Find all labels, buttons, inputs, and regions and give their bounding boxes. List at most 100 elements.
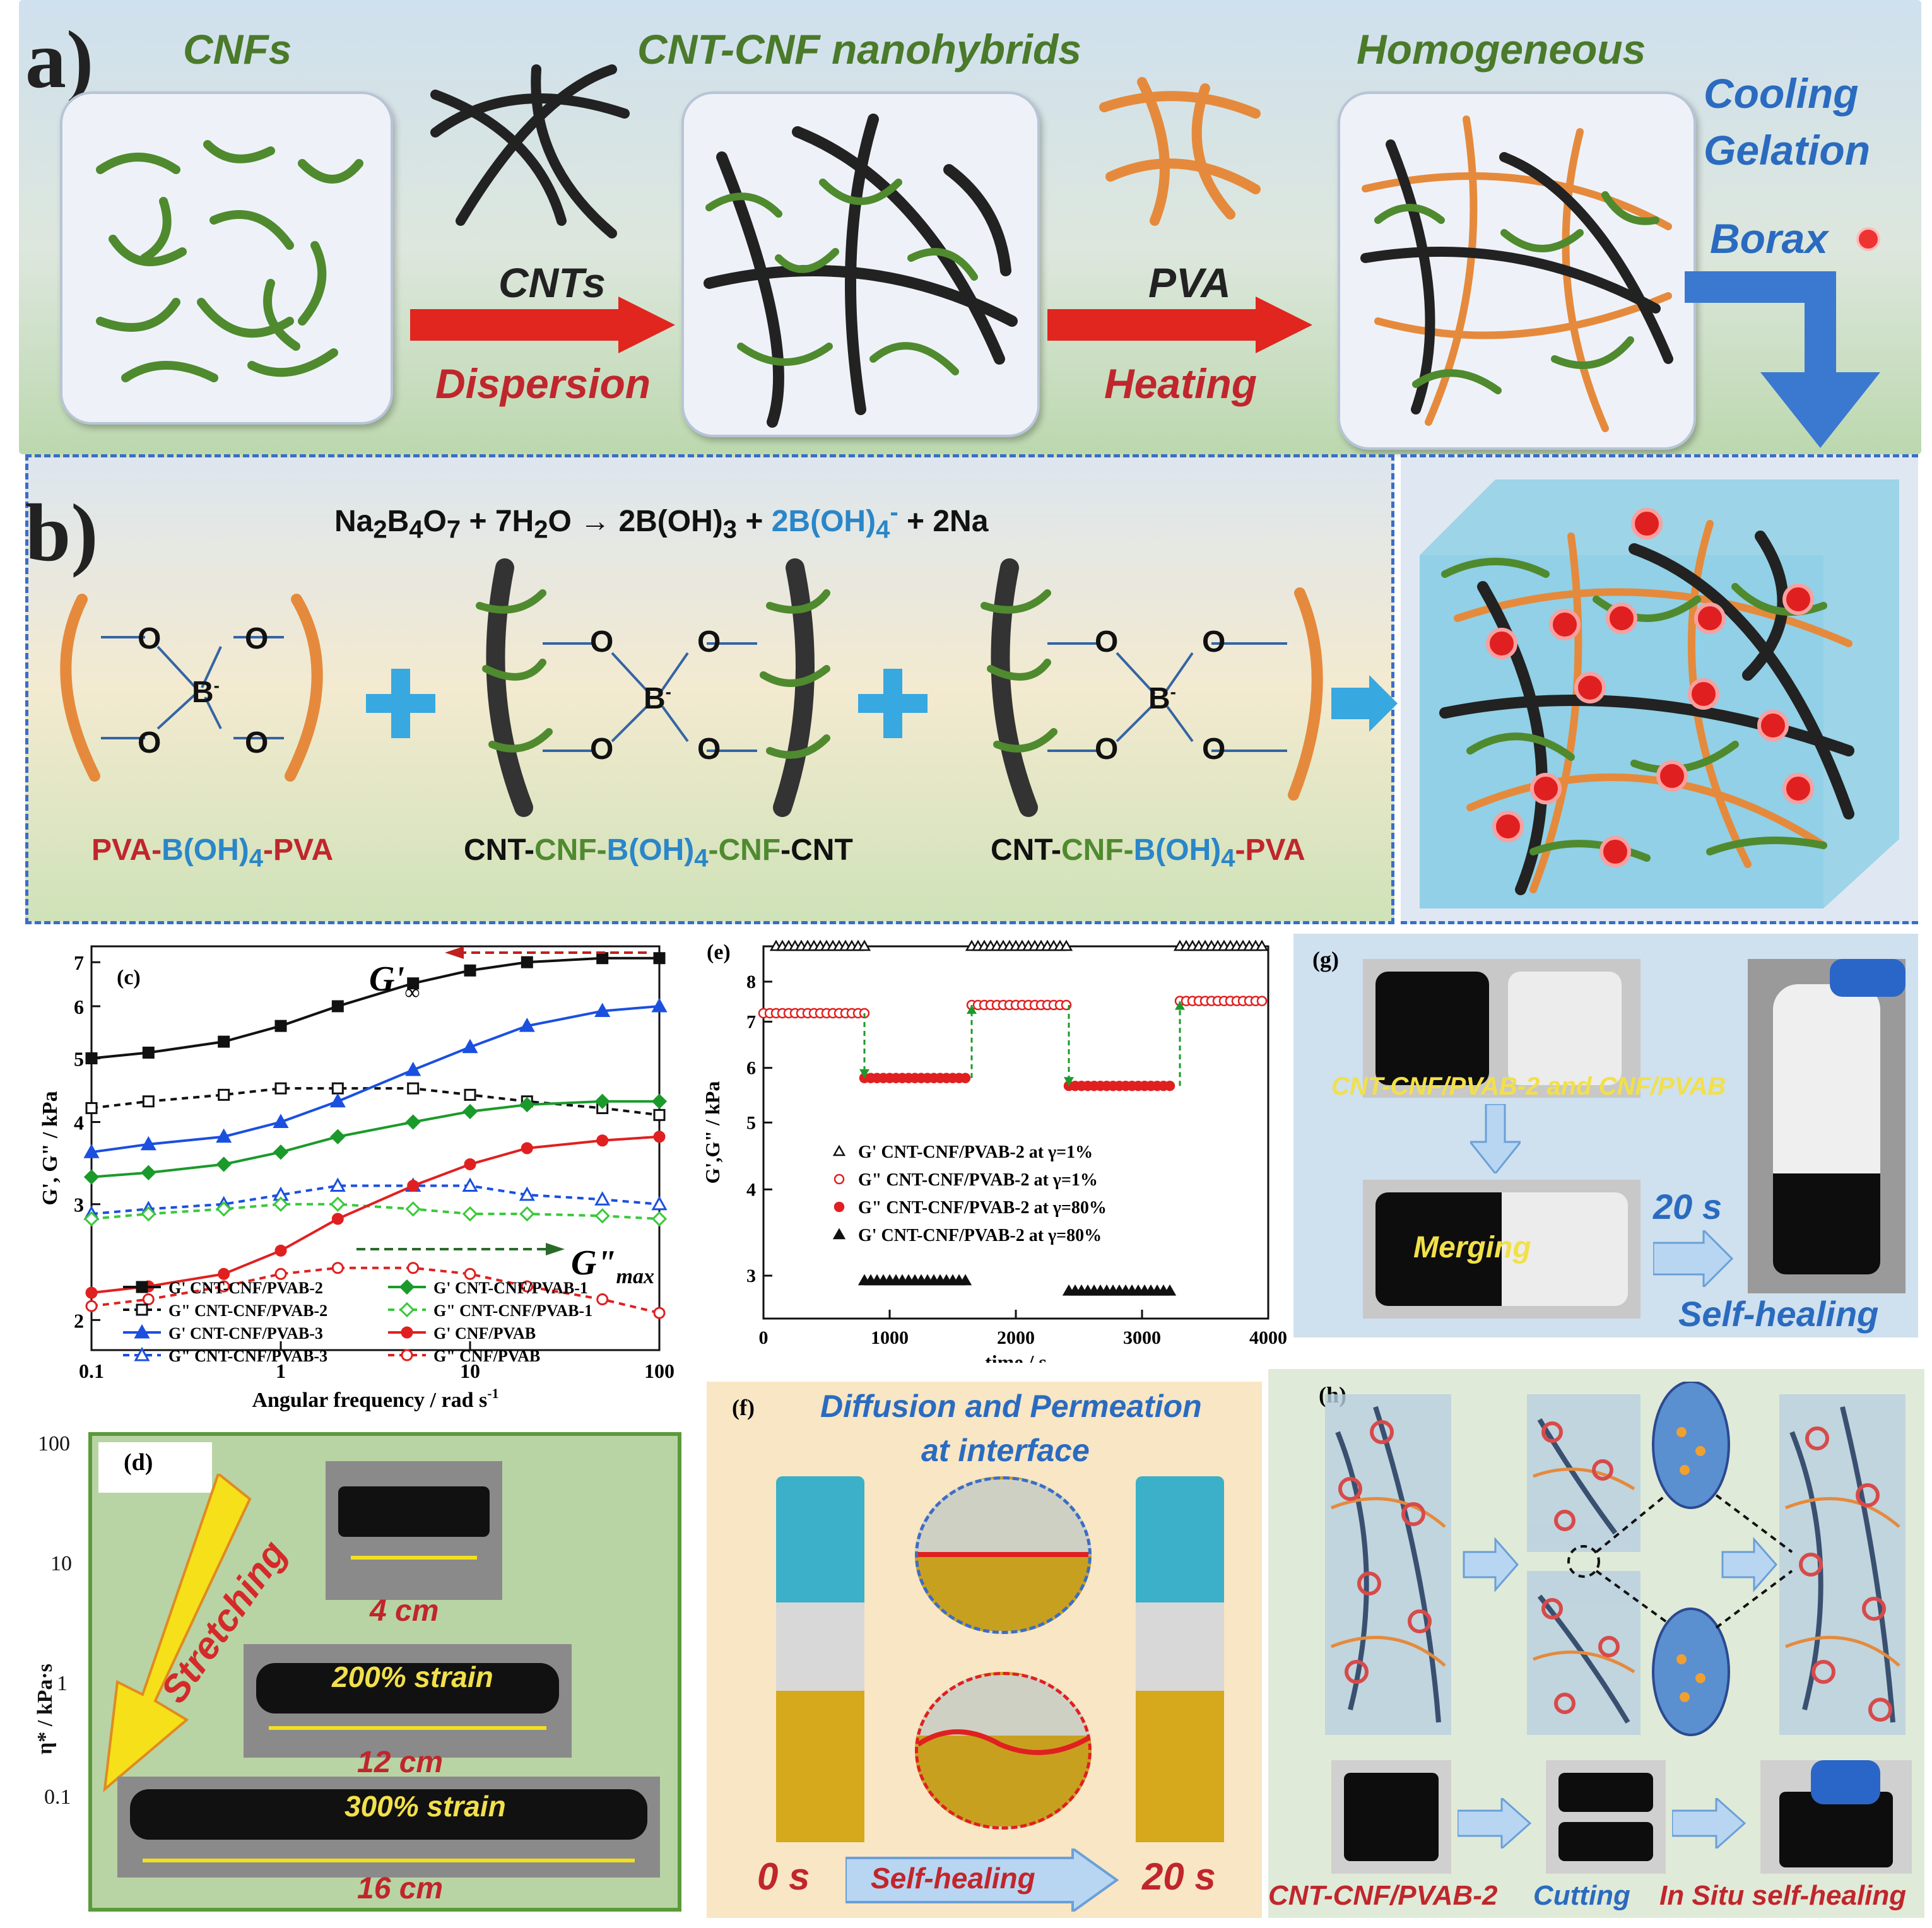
series-line (91, 956, 659, 1060)
atom-o: O (138, 622, 162, 655)
data-point (1059, 939, 1073, 951)
data-point (218, 1088, 230, 1101)
photo-gel-cube (1331, 1760, 1451, 1874)
data-point (464, 964, 476, 977)
data-point (651, 997, 668, 1013)
panel-b-label: b) (25, 488, 98, 579)
h-caption-3: In Situ self-healing (1659, 1880, 1907, 1911)
x-tick-label: 100 (644, 1360, 674, 1382)
data-point (216, 1128, 232, 1143)
data-point (596, 1134, 609, 1147)
pva-icon (1099, 77, 1261, 226)
homogeneous-title: Homogeneous (1357, 26, 1646, 73)
len-4cm: 4 cm (370, 1594, 439, 1628)
data-point (405, 1061, 421, 1076)
gelation-label: Gelation (1704, 127, 1871, 173)
heating-label: Heating (1104, 360, 1258, 407)
h-caption-2: Cutting (1533, 1880, 1630, 1911)
pva-borate-pva-structure (60, 594, 323, 782)
data-point (331, 1000, 344, 1013)
data-point (462, 1038, 478, 1054)
data-point (653, 1307, 666, 1319)
legend-label: G' CNT-CNF/PVAB-2 (168, 1279, 323, 1297)
data-point (594, 1093, 610, 1109)
atom-o: O (245, 622, 269, 655)
series-line (91, 1087, 660, 1117)
data-point (857, 939, 871, 951)
cooling-label: Cooling (1704, 70, 1859, 117)
data-point (519, 1206, 535, 1222)
data-point (464, 1267, 476, 1280)
x-tick-label: 1000 (871, 1327, 909, 1348)
y-tick-label: 3 (746, 1266, 756, 1286)
vial-0s (776, 1476, 864, 1842)
data-point (399, 1279, 415, 1295)
x-axis-label: Angular frequency / rad s-1 (252, 1385, 498, 1412)
data-point (462, 1177, 478, 1192)
data-point (85, 1052, 98, 1064)
panel-d-label: (d) (124, 1449, 153, 1476)
data-point (519, 1018, 535, 1032)
panel-f-label: (f) (732, 1395, 755, 1420)
data-point (142, 1095, 155, 1108)
legend-label: G" CNT-CNF/PVAB-2 (168, 1302, 327, 1320)
y-tick-label: 6 (746, 1058, 756, 1079)
data-point (83, 1144, 100, 1158)
right-arrow-icon (1331, 675, 1398, 732)
data-point (331, 1262, 344, 1274)
data-point (1256, 996, 1268, 1006)
atom-boron: B- (192, 676, 220, 709)
data-point (462, 1103, 478, 1119)
atom-boron: B- (644, 682, 671, 715)
series-line (91, 1266, 660, 1315)
y-axis-label: G',G" / kPa (701, 1081, 724, 1184)
homogeneous-fibers-icon (1360, 115, 1673, 432)
data-point (218, 1267, 230, 1280)
panel-d: 100 10 1 0.1 η* / kPa·s (d) Stretching 4… (33, 1432, 694, 1918)
data-point (142, 1047, 155, 1059)
data-point (399, 1302, 415, 1318)
data-point (141, 1206, 156, 1222)
len-16cm: 16 cm (357, 1872, 444, 1905)
data-point (1163, 1284, 1177, 1296)
series-line (91, 1202, 660, 1220)
legend-label: G" CNT-CNF/PVAB-2 at γ=80% (858, 1198, 1107, 1218)
data-point (1164, 1080, 1175, 1091)
data-point (274, 1267, 287, 1280)
data-point (653, 1131, 666, 1143)
strain-300: 300% strain (345, 1790, 506, 1823)
y-tick-label: 7 (746, 1011, 756, 1032)
atom-o: O (1202, 732, 1226, 766)
y-tick-label: 6 (74, 996, 84, 1018)
legend-label: G' CNT-CNF/PVAB-3 (168, 1324, 323, 1343)
photo-self-healed-gel (1748, 959, 1905, 1293)
data-point (330, 1129, 346, 1144)
nanohybrid-box (681, 91, 1040, 437)
data-point (216, 1156, 232, 1172)
data-point (401, 1349, 413, 1361)
zoom-interface-20s (915, 1672, 1092, 1830)
diffusion-title: Diffusion and Permeation (820, 1389, 1202, 1424)
eta-ytick: 1 (57, 1672, 68, 1695)
atom-boron: B- (1148, 682, 1176, 715)
stretching-arrow-icon (103, 1474, 252, 1792)
y-tick-label: 5 (746, 1112, 756, 1133)
atom-o: O (1202, 625, 1226, 659)
series-line (91, 1100, 659, 1179)
data-point (651, 1196, 668, 1211)
g-inf-annotation: G'∞ (369, 960, 420, 1004)
data-point (596, 952, 609, 965)
data-point (464, 1158, 476, 1170)
data-point (85, 1286, 98, 1299)
data-point (519, 1186, 535, 1201)
data-point (134, 1346, 150, 1361)
strain-200: 200% strain (332, 1661, 493, 1693)
series-line (91, 1004, 660, 1154)
data-point (594, 1191, 611, 1206)
data-point (273, 1196, 289, 1212)
g-inf-arrowhead (445, 946, 464, 959)
x-tick-label: 4000 (1249, 1327, 1287, 1348)
data-point (329, 1093, 346, 1108)
structure-label-1: PVA-B(OH)4-PVA (91, 833, 334, 873)
